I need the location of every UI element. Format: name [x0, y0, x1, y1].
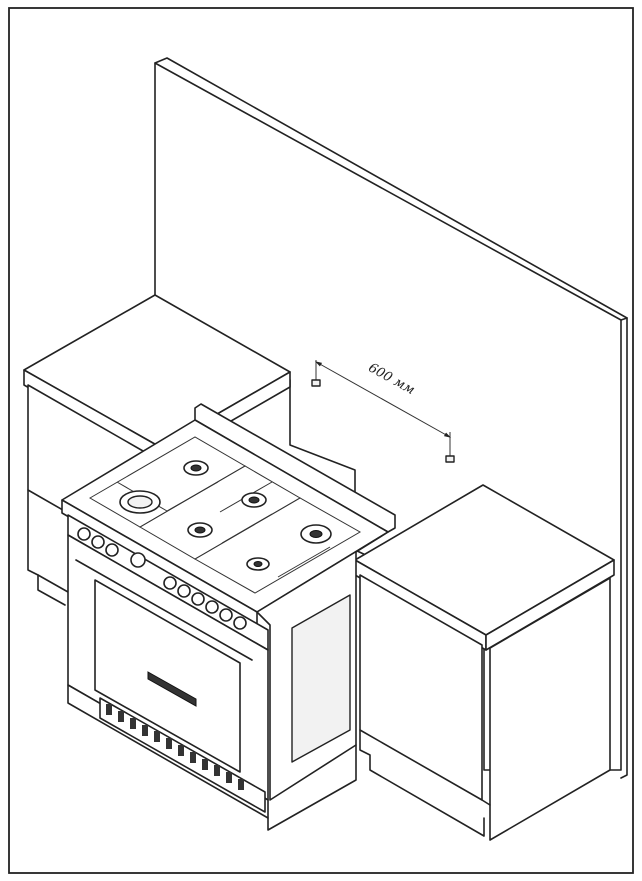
control-knobs [77, 527, 247, 630]
fixing-bracket-right [445, 455, 455, 463]
right-cabinet [354, 484, 615, 841]
oven-window [94, 579, 241, 773]
cooker [61, 403, 396, 831]
side-panel-inset [291, 594, 351, 763]
diagram-border [8, 7, 634, 874]
fixing-bracket-left [311, 379, 321, 387]
burners [119, 460, 332, 571]
